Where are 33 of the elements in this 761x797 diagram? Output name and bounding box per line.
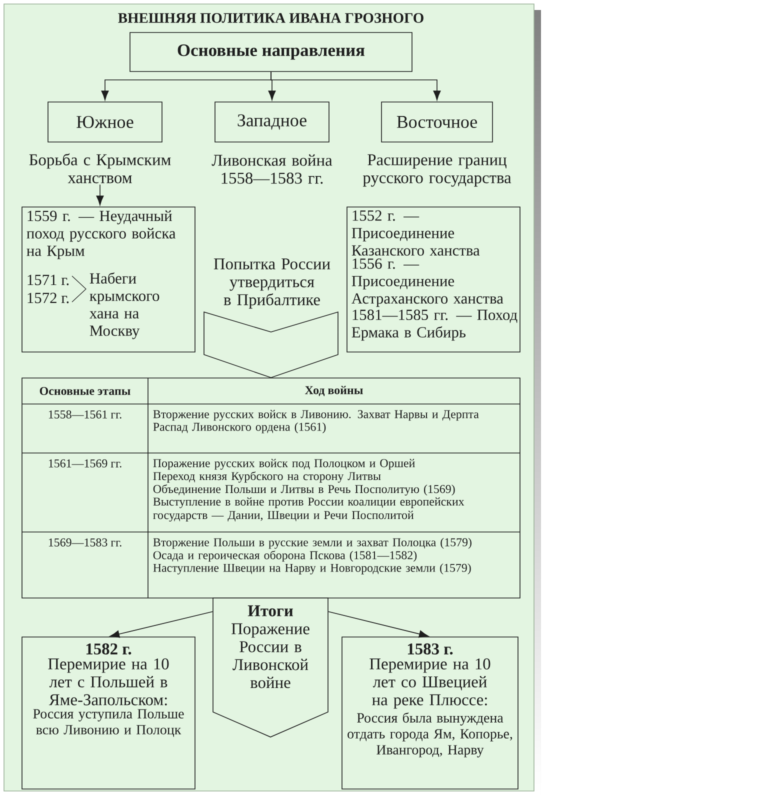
caption-text: Попытка России утвердиться в Прибалтике — [214, 258, 330, 309]
event-box: 1552 г. — Присоединение Казанского ханства 1556 г. — Присоединение Астраханского ханства 1581—1585 гг. — Поход Ермака в Сибирь — [346, 206, 520, 352]
caption-text: Борьба с Крымским ханством — [29, 153, 171, 184]
direction-box: Южное — [48, 102, 162, 142]
caption-text: Ливонская война 1558—1583 гг. — [212, 154, 332, 184]
column-header: Основные этапы — [40, 386, 130, 396]
direction-box: Восточное — [381, 102, 493, 142]
period-text: 1558—1561 гг. — [48, 410, 122, 419]
column-header: Ход войны — [305, 386, 363, 396]
event-text: Переход князя Курбского на сторону Литвы — [153, 471, 381, 483]
period-text: 1561—1569 гг. — [48, 459, 122, 468]
event-text: Осада и героическая оборона Пскова (1581—1582) — [153, 550, 417, 562]
event-box: 1583 г. Перемирие на 10 лет со Швецией на реке Плюссе: Россия была вынуждена отдать города Ям, Копорье, Ивангород, Нарву — [342, 636, 518, 790]
event-text: Вторжение русских войск в Ливонию. Захват Нарвы и Дерпта — [153, 410, 479, 421]
event-box: 1559 г. — Неудачный поход русского войска на Крым 1571 г. 1572 г. Набеги крымского хана на Москву — [22, 206, 196, 352]
arrow — [96, 184, 104, 206]
direction-box: Западное — [214, 102, 330, 142]
event-text: Объединение Польши и Литвы в Речь Посполитую (1569) — [153, 484, 455, 496]
arrow — [110, 611, 213, 638]
period-text: 1569—1583 гг. — [48, 538, 122, 547]
event-text: Выступление в войне против России коалиции европейских государств — Дании, Швеции и Речи Посполитой — [153, 497, 464, 522]
event-text: Поражение русских войск под Полоцком и Оршей — [153, 458, 415, 470]
arrow — [270, 72, 441, 100]
event-text: Наступление Швеции на Нарву и Новгородские земли (1579) — [153, 563, 471, 574]
chevron-arrow — [204, 311, 338, 378]
event-text: Вторжение Польши в русские земли и захват Полоцка (1579) — [153, 538, 472, 549]
event-text: Распад Ливонского ордена (1561) — [153, 422, 326, 434]
caption-text: Расширение границ русского государства — [362, 154, 512, 187]
heading: ВНЕШНЯЯ ПОЛИТИКА ИВАНА ГРОЗНОГО — [118, 13, 424, 23]
heading-box: Основные направления — [130, 32, 412, 72]
event-box: 1582 г. Перемирие на 10 лет с Польшей в Яме-Запольском: Россия уступила Польше всю Ливонию и Полоцк — [22, 636, 196, 790]
result-pentagon: Итоги Поражение России в Ливонской войне — [212, 598, 328, 738]
arrow — [328, 611, 429, 638]
